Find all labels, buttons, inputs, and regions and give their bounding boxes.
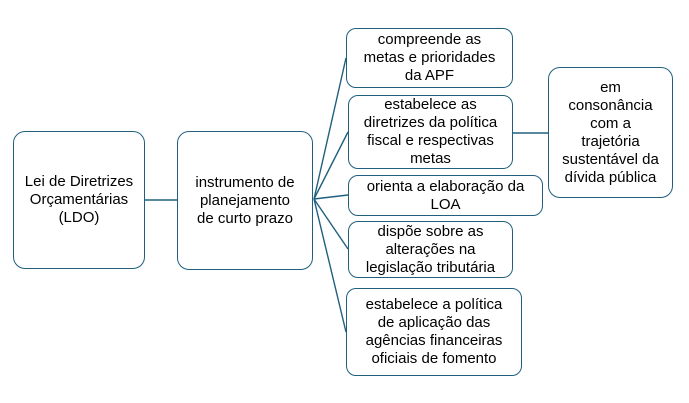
connector-central-branch-1: [313, 57, 347, 200]
connector-central-branch-5: [313, 198, 347, 333]
connector-central-branch-2: [313, 131, 349, 200]
node-alteracoes-legislacao-tributaria: dispõe sobre as alterações na legislação…: [348, 221, 513, 278]
node-ldo-root: Lei de Diretrizes Orçamentárias (LDO): [13, 131, 145, 269]
node-diretrizes-politica-fiscal: estabelece as diretrizes da política fis…: [348, 95, 513, 169]
node-instrumento-planejamento: instrumento de planejamento de curto pra…: [177, 131, 313, 270]
node-trajetoria-sustentavel-divida: em consonância com a trajetória sustentá…: [548, 67, 673, 198]
node-orienta-elaboracao-loa: orienta a elaboração da LOA: [348, 175, 543, 216]
connector-central-branch-3: [313, 194, 349, 200]
connector-central-branch-4: [313, 198, 349, 250]
node-agencias-financeiras-fomento: estabelece a política de aplicação das a…: [346, 288, 522, 376]
node-metas-prioridades-apf: compreende as metas e prioridades da APF: [346, 28, 513, 88]
